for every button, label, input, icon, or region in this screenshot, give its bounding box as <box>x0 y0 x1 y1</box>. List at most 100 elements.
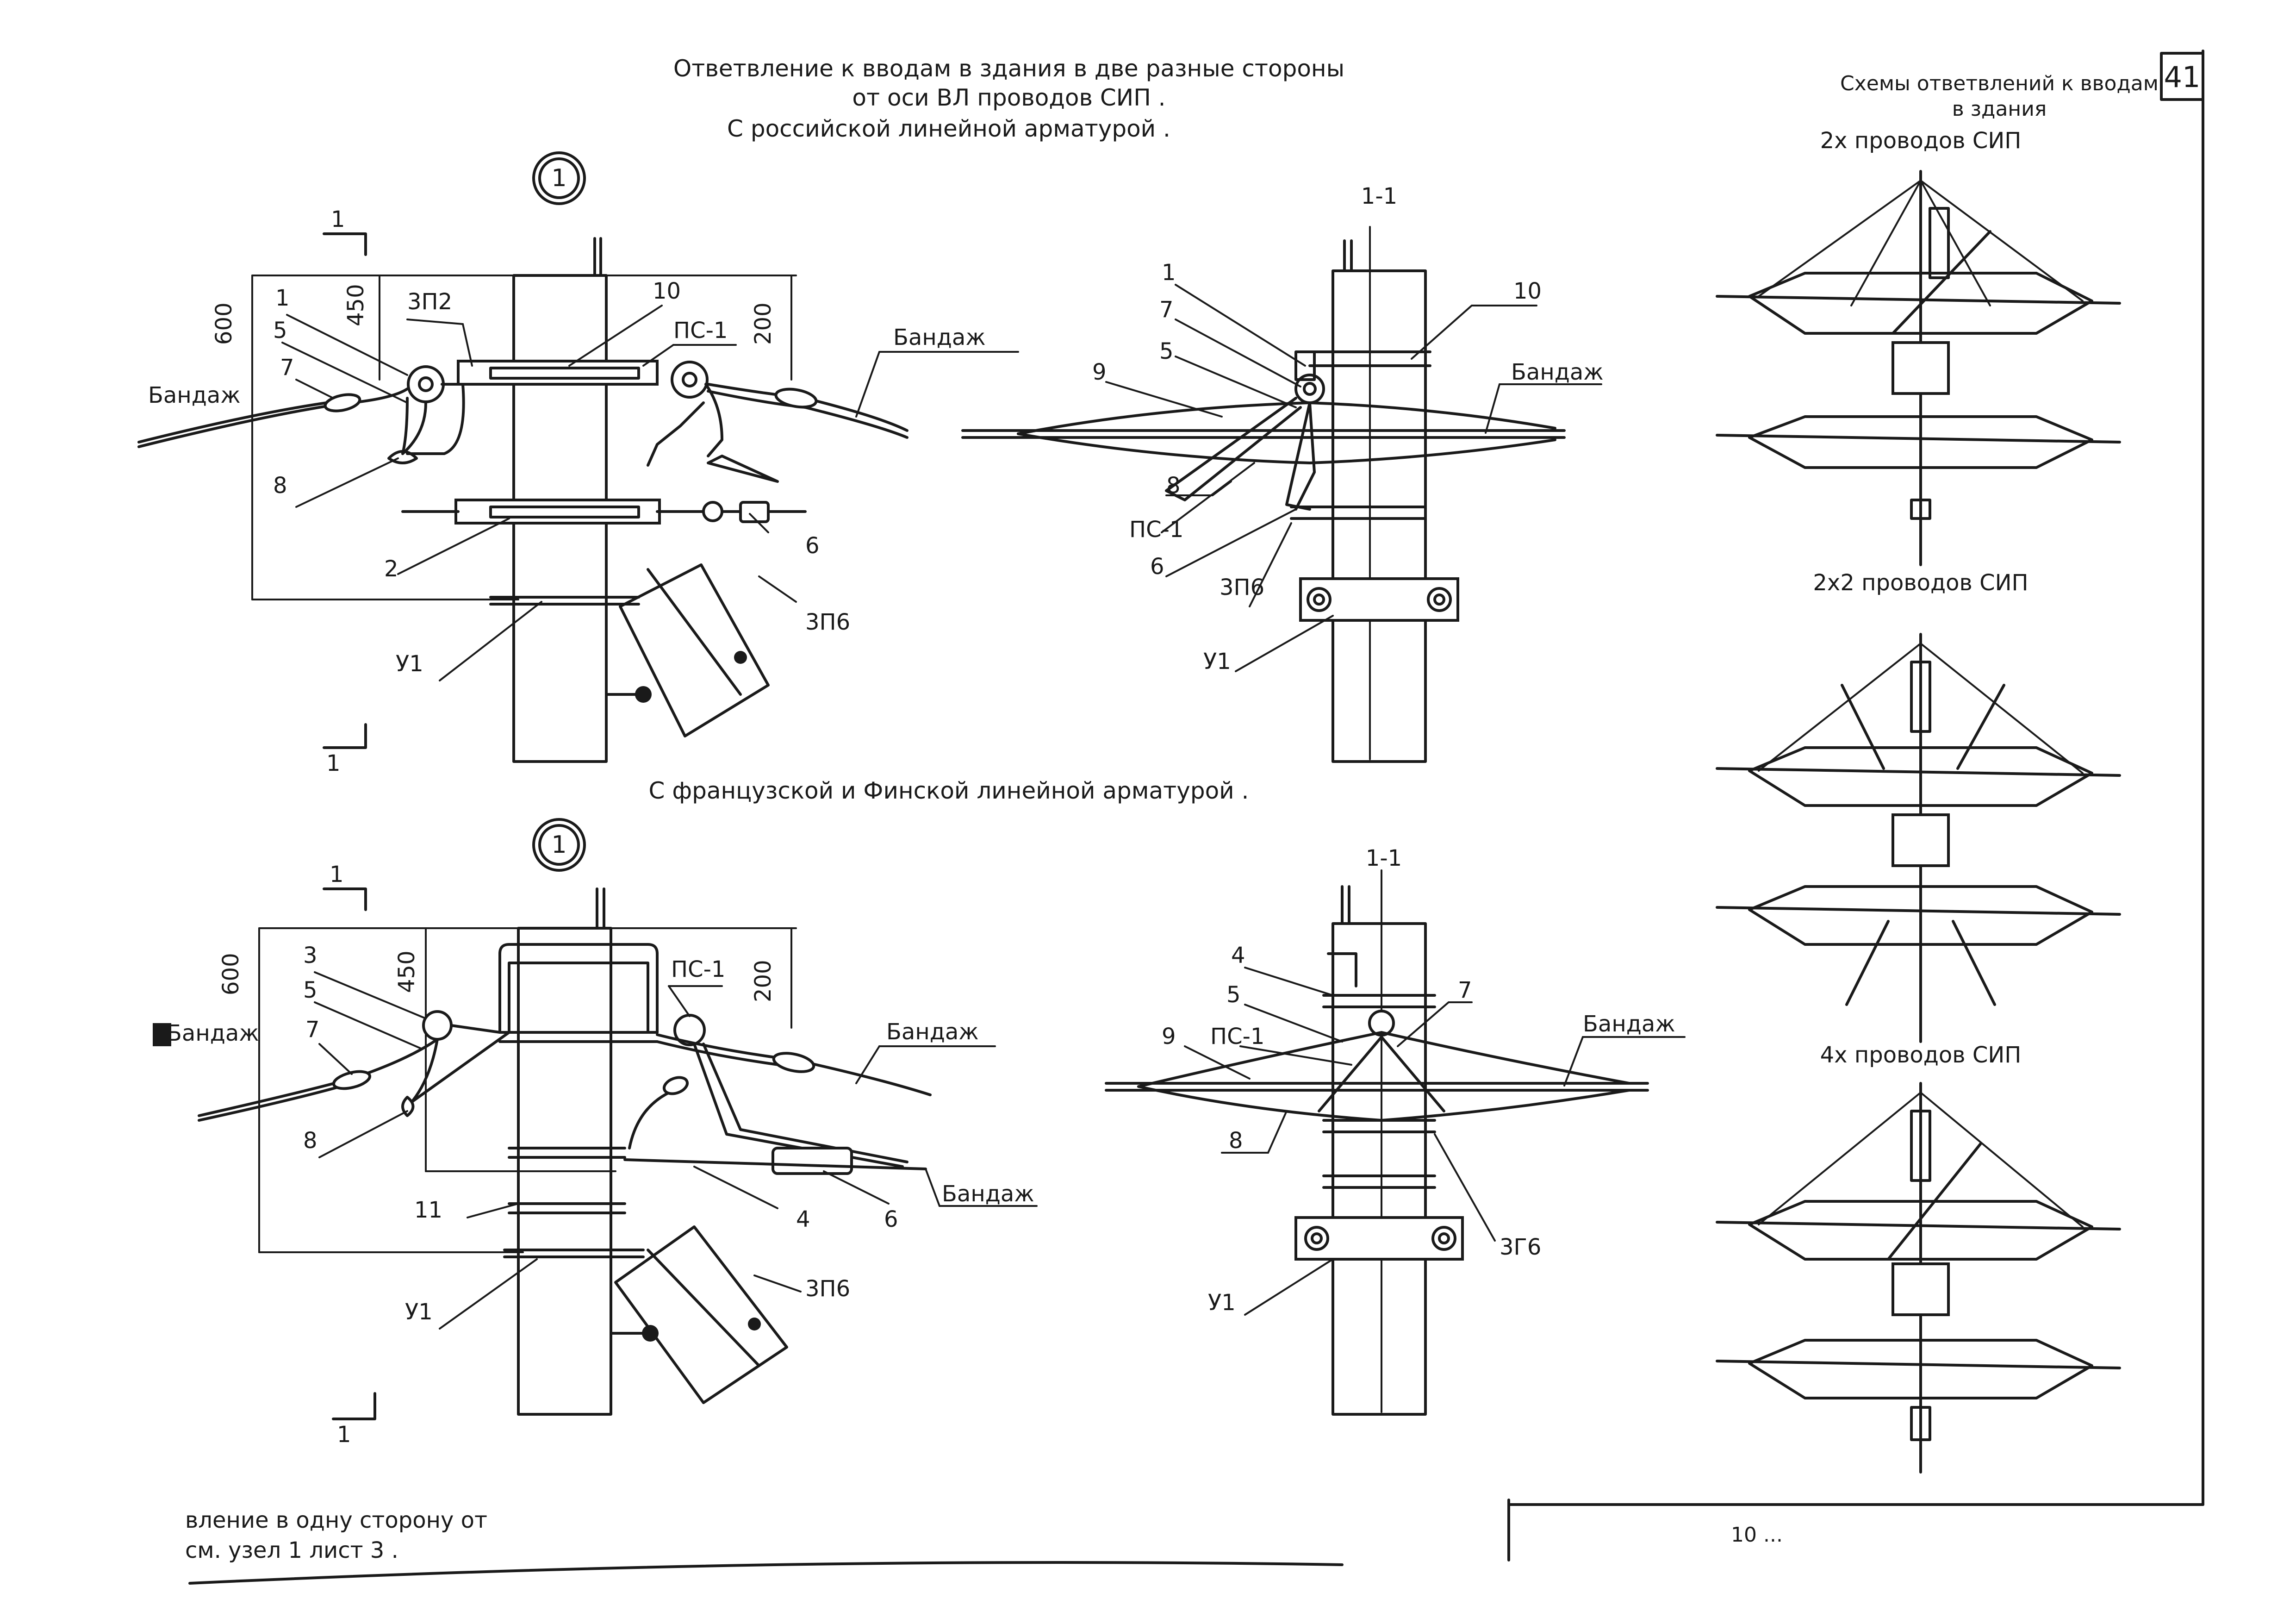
svg-text:ПС-1: ПС-1 <box>671 956 725 982</box>
scheme-2 <box>1716 633 2121 1043</box>
section-mark-bottom-b: 1 <box>337 1422 351 1448</box>
hook-ring-left <box>407 365 445 403</box>
bracket-u1-bottom <box>1294 1216 1464 1261</box>
dim-600-bottom: 600 <box>218 953 244 995</box>
scheme-2-label: 2х2 проводов СИП <box>1813 570 2028 596</box>
node-marker-bottom <box>532 818 586 872</box>
svg-text:4: 4 <box>796 1206 810 1232</box>
node-marker-bottom-label: 1 <box>551 831 566 859</box>
dim-200-top: 200 <box>750 302 776 345</box>
svg-text:10: 10 <box>653 278 681 304</box>
svg-text:5: 5 <box>273 318 287 344</box>
svg-text:У1: У1 <box>1208 1290 1236 1316</box>
section-title-bottom: 1-1 <box>1366 845 1402 871</box>
title-line-2: от оси ВЛ проводов СИП . <box>852 84 1165 111</box>
svg-text:2: 2 <box>384 556 398 582</box>
svg-text:5: 5 <box>303 977 317 1003</box>
scheme-2-box <box>1892 813 1950 867</box>
schemes-column: Схемы ответвлений к вводам в здания 2х п… <box>1716 72 2159 1474</box>
svg-text:6: 6 <box>805 533 820 559</box>
svg-text:7: 7 <box>305 1017 320 1043</box>
svg-text:Бандаж: Бандаж <box>1583 1011 1675 1037</box>
svg-text:4: 4 <box>1231 943 1245 968</box>
hook-ring-right <box>671 361 709 399</box>
svg-text:ПС-1: ПС-1 <box>673 318 728 344</box>
bracket-u1-top <box>1299 577 1459 622</box>
dim-200-bottom: 200 <box>750 960 776 1002</box>
section-mark-top-b: 1 <box>326 750 341 776</box>
svg-text:7: 7 <box>280 355 294 381</box>
svg-text:Бандаж: Бандаж <box>886 1019 979 1045</box>
node-marker-top <box>532 151 586 205</box>
svg-text:3П6: 3П6 <box>805 609 850 635</box>
stamp-text: 10 ... <box>1731 1523 1783 1547</box>
clamp-7-bottom <box>332 1070 372 1090</box>
svg-text:Бандаж: Бандаж <box>893 325 986 350</box>
top-left-labels: 1 5 7 8 3П2 10 ПС-1 Бандаж Бандаж 2 6 3П… <box>148 278 1019 681</box>
scheme-1-box <box>1892 341 1950 395</box>
scheme-3-label: 4х проводов СИП <box>1820 1042 2022 1068</box>
svg-text:9: 9 <box>1092 359 1107 385</box>
section-title-french: С французской и Финской линейной арматур… <box>649 777 1249 804</box>
pole-bottom-section <box>1332 922 1427 1416</box>
hook-ring-bottom-left <box>422 1010 453 1041</box>
svg-text:1: 1 <box>1162 260 1176 286</box>
svg-text:Бандаж: Бандаж <box>148 382 241 408</box>
sheet-number: 41 <box>2164 60 2201 94</box>
svg-text:8: 8 <box>1166 473 1181 499</box>
top-left-view: 1 1 1 600 450 200 <box>137 151 1019 776</box>
svg-text:ПС-1: ПС-1 <box>1210 1024 1264 1049</box>
dim-450-bottom: 450 <box>394 950 420 993</box>
clamp-7-bottom-right <box>772 1052 815 1073</box>
svg-text:8: 8 <box>1229 1128 1243 1154</box>
svg-text:1: 1 <box>275 285 290 311</box>
svg-text:9: 9 <box>1162 1024 1176 1049</box>
footer-note-line-2: см. узел 1 лист 3 . <box>185 1537 398 1563</box>
clamp-7-left <box>324 393 361 412</box>
svg-text:У1: У1 <box>396 651 423 677</box>
svg-text:6: 6 <box>884 1206 898 1232</box>
svg-text:Бандаж: Бандаж <box>167 1020 259 1046</box>
svg-text:8: 8 <box>303 1128 317 1154</box>
top-section-view: 1-1 1 7 5 <box>961 183 1604 763</box>
clamp-7-right <box>774 387 818 409</box>
svg-text:Бандаж: Бандаж <box>942 1181 1034 1207</box>
title-line-1: Ответвление к вводам в здания в две разн… <box>673 55 1344 82</box>
svg-text:5: 5 <box>1159 338 1174 364</box>
svg-text:3: 3 <box>303 943 317 968</box>
hook-section-bottom <box>1368 1010 1395 1037</box>
svg-text:Бандаж: Бандаж <box>1511 359 1604 385</box>
clamp-zp2 <box>457 360 659 386</box>
svg-text:11: 11 <box>414 1197 442 1223</box>
sheet-number-box <box>2160 52 2204 101</box>
bottom-left-view: 1 1 1 600 450 200 <box>153 818 1038 1448</box>
section-title-top: 1-1 <box>1361 183 1397 209</box>
svg-text:3П2: 3П2 <box>407 289 452 315</box>
svg-text:7: 7 <box>1159 297 1174 323</box>
schemes-title-1: Схемы ответвлений к вводам <box>1840 72 2159 95</box>
section-mark-top-a: 1 <box>331 206 345 232</box>
section-mark-bottom-a: 1 <box>330 862 344 887</box>
node-marker-top-label: 1 <box>551 164 566 192</box>
dim-600-top: 600 <box>211 302 237 345</box>
svg-text:ПС-1: ПС-1 <box>1129 517 1183 543</box>
svg-text:8: 8 <box>273 473 287 499</box>
svg-text:3Г6: 3Г6 <box>1500 1234 1541 1260</box>
clamp-2 <box>454 499 661 525</box>
scheme-1 <box>1716 170 2121 566</box>
clamp-6-bottom <box>772 1147 853 1175</box>
bottom-section-labels: 4 5 ПС-1 9 7 8 Бандаж 3Г6 У1 <box>1162 943 1686 1316</box>
top-section-labels: 1 7 5 9 8 ПС-1 6 3П6 10 Бандаж У1 <box>1092 260 1604 675</box>
svg-text:3П6: 3П6 <box>1220 575 1264 600</box>
scheme-3-box <box>1892 1262 1950 1316</box>
footer-note: вление в одну сторону от см. узел 1 лист… <box>185 1507 1783 1585</box>
sheet-frame: 41 <box>1507 50 2204 1562</box>
clamp-6 <box>739 501 770 523</box>
svg-text:6: 6 <box>1150 554 1164 580</box>
schemes-title-2: в здания <box>1952 97 2047 121</box>
bottom-section-view: 1-1 4 5 ПС-1 9 <box>1105 845 1686 1416</box>
svg-text:10: 10 <box>1513 278 1542 304</box>
svg-text:5: 5 <box>1226 982 1241 1008</box>
